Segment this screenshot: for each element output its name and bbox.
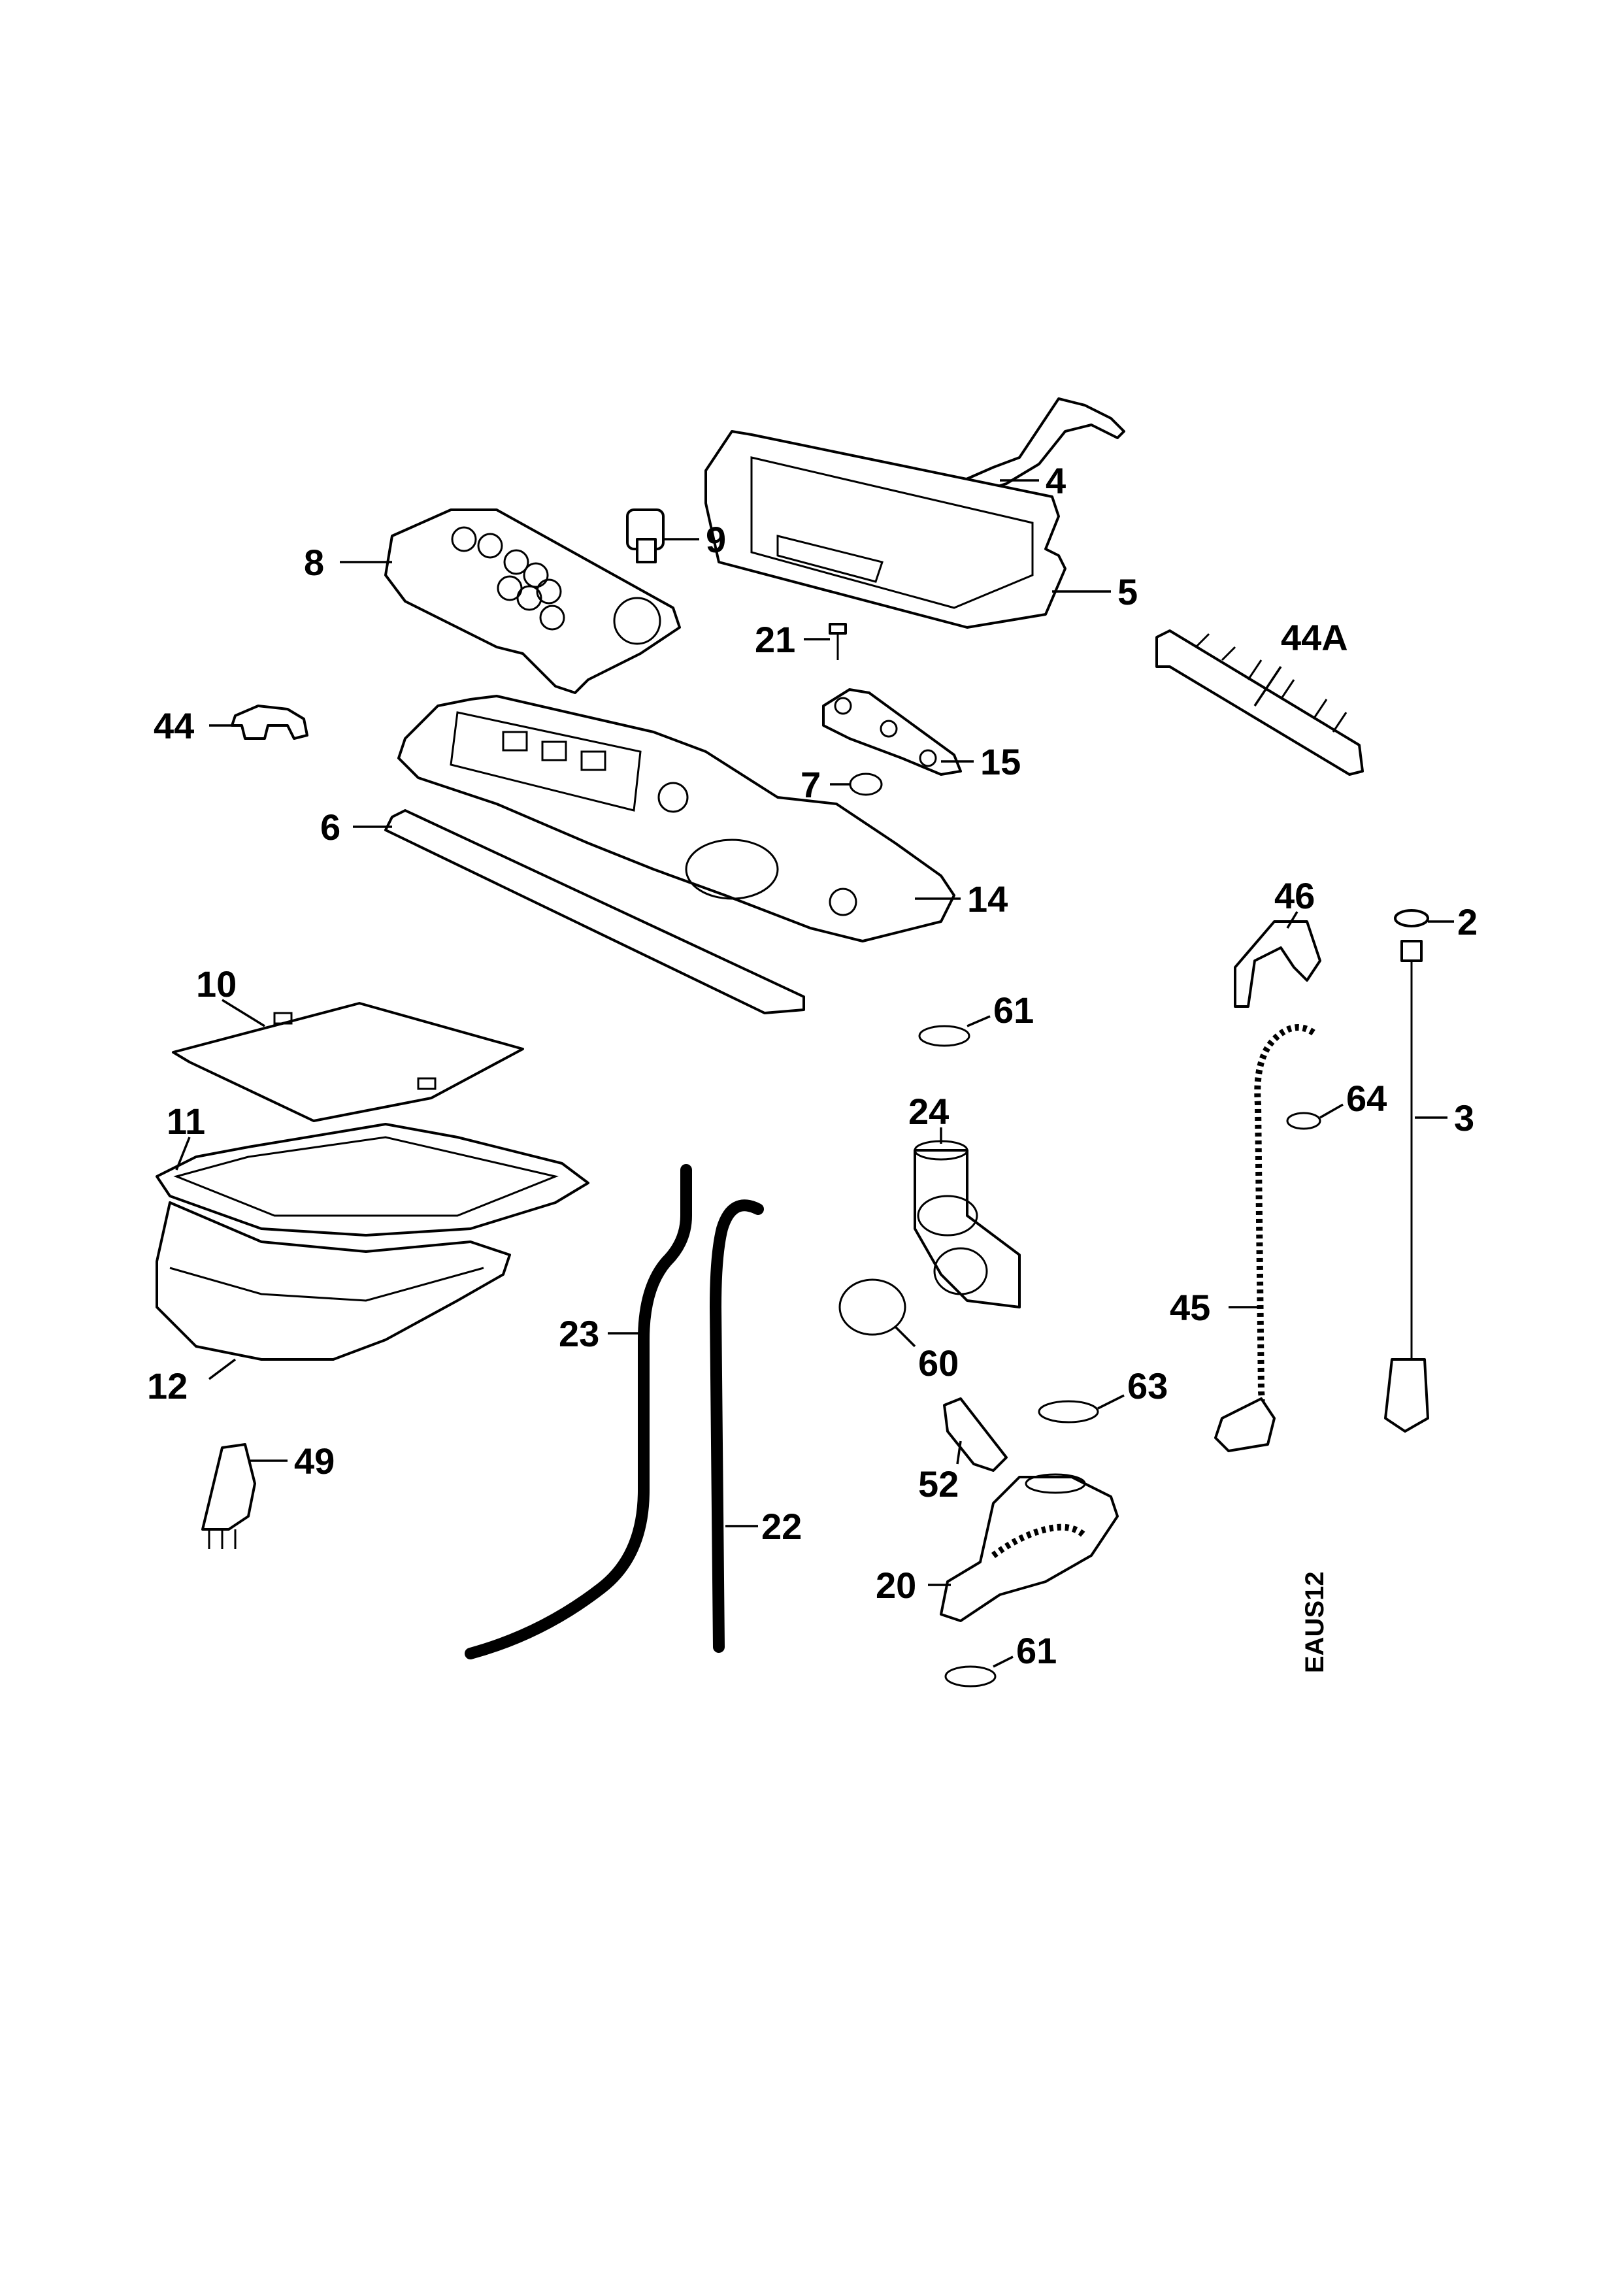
- part-6-strip: [353, 809, 805, 1014]
- part-5-top-frame: [704, 430, 1111, 629]
- label-52: 52: [918, 1463, 959, 1505]
- label-49: 49: [294, 1440, 335, 1482]
- label-15: 15: [980, 741, 1021, 782]
- label-11: 11: [167, 1101, 205, 1142]
- label-9: 9: [706, 519, 726, 560]
- diagram-code: EAUS12: [1300, 1571, 1329, 1673]
- part-46-hose-guide: [1234, 911, 1321, 1008]
- part-12-tub: [156, 1201, 511, 1380]
- part-23-hose: [465, 1164, 692, 1659]
- part-15-valve-block: [822, 688, 974, 776]
- label-64: 64: [1346, 1078, 1387, 1119]
- part-14-top-plate: [397, 695, 961, 942]
- part-60-clamp-ring: [838, 1278, 916, 1348]
- label-22: 22: [761, 1506, 802, 1547]
- part-8-control-panel: [340, 508, 681, 694]
- label-4: 4: [1046, 460, 1066, 501]
- label-20: 20: [876, 1565, 916, 1606]
- label-2: 2: [1457, 901, 1478, 942]
- part-61-clamp-upper: [918, 1015, 991, 1047]
- part-3-inlet-hose: [1384, 940, 1447, 1433]
- label-60: 60: [918, 1342, 959, 1384]
- label-63: 63: [1127, 1365, 1168, 1406]
- label-14: 14: [967, 878, 1008, 920]
- part-61-clamp-lower: [944, 1655, 1014, 1688]
- label-61-lower: 61: [1016, 1630, 1057, 1671]
- label-8: 8: [304, 542, 324, 583]
- part-44a-bracket: [1155, 629, 1364, 776]
- label-44: 44: [154, 705, 194, 746]
- label-21: 21: [755, 619, 795, 660]
- part-2-cap: [1394, 909, 1454, 927]
- label-44a: 44A: [1281, 617, 1348, 658]
- part-24-bellows: [914, 1127, 1021, 1308]
- part-49-bracket: [201, 1443, 288, 1549]
- part-45-drain-hose: [1214, 1024, 1315, 1452]
- part-4-lever: [940, 397, 1125, 501]
- part-21-screw: [804, 623, 847, 660]
- label-5: 5: [1117, 571, 1138, 612]
- part-7-o-ring: [830, 773, 883, 796]
- part-22-hose: [709, 1199, 764, 1653]
- part-10-lid: [172, 999, 524, 1122]
- label-45: 45: [1170, 1287, 1210, 1328]
- label-7: 7: [801, 764, 821, 805]
- part-63-clamp: [1038, 1394, 1125, 1423]
- part-52-fitting: [943, 1397, 1008, 1472]
- label-3: 3: [1454, 1097, 1474, 1139]
- label-61-upper: 61: [993, 990, 1034, 1031]
- label-12: 12: [147, 1365, 188, 1406]
- label-23: 23: [559, 1313, 599, 1354]
- part-9-knob: [626, 508, 699, 563]
- part-11-gasket: [156, 1123, 589, 1237]
- label-6: 6: [320, 807, 340, 848]
- label-10: 10: [196, 963, 237, 1005]
- label-24: 24: [908, 1091, 949, 1132]
- part-64-clamp: [1286, 1103, 1344, 1130]
- part-44-clip: [209, 705, 308, 740]
- part-20-sump-hose: [928, 1473, 1119, 1622]
- label-46: 46: [1274, 875, 1315, 916]
